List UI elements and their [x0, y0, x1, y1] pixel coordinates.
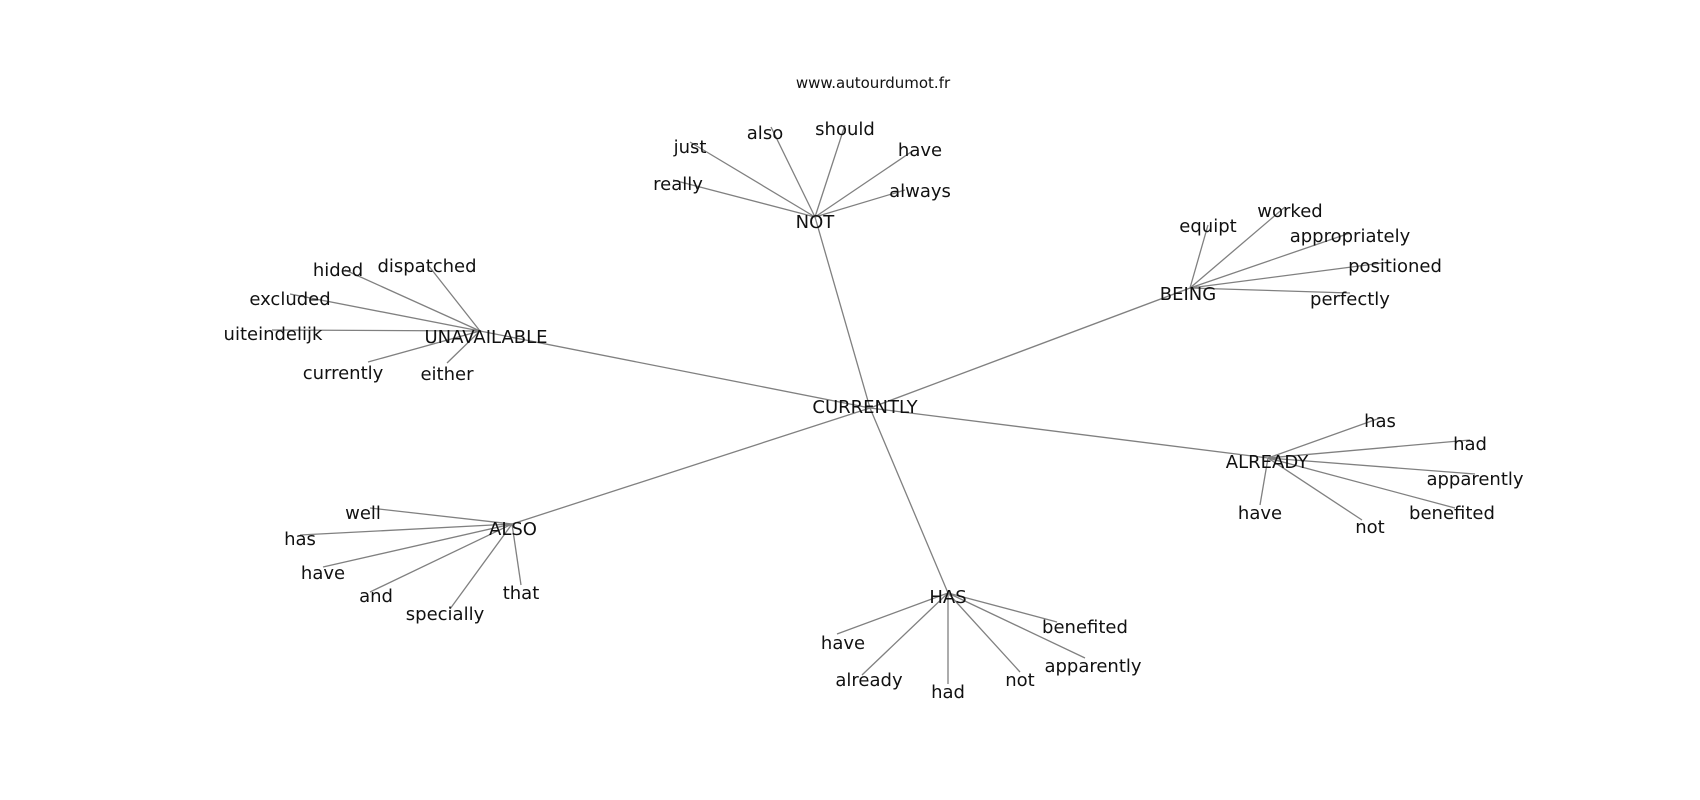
- leaf-already-have: have: [1238, 503, 1282, 524]
- hub-unavailable: UNAVAILABLE: [424, 327, 547, 348]
- edge-not-really: [672, 179, 816, 218]
- edge-unavailable-excluded: [289, 293, 481, 332]
- leaf-already-apparently: apparently: [1426, 469, 1523, 490]
- leaf-has-benefited: benefited: [1042, 617, 1128, 638]
- edge-already-have: [1259, 457, 1269, 506]
- edge-has-benefited: [947, 592, 1058, 623]
- edge-center-also: [511, 407, 871, 525]
- edge-has-apparently: [947, 592, 1086, 659]
- edge-center-being: [869, 287, 1191, 409]
- edge-not-just: [689, 141, 816, 218]
- leaf-also-that: that: [503, 583, 540, 604]
- site-credit: www.autourdumot.fr: [796, 74, 951, 92]
- leaf-unavailable-excluded: excluded: [249, 289, 330, 310]
- hub-not: NOT: [796, 212, 836, 233]
- leaf-being-appropriately: appropriately: [1290, 226, 1411, 247]
- leaf-being-worked: worked: [1257, 201, 1322, 222]
- edge-unavailable-uiteindelijk: [271, 329, 481, 332]
- edge-not-should: [814, 124, 846, 218]
- leaf-being-equipt: equipt: [1179, 216, 1236, 237]
- edge-already-had: [1267, 439, 1471, 459]
- edge-being-perfectly: [1189, 287, 1351, 294]
- edge-unavailable-currently: [367, 330, 481, 363]
- leaf-unavailable-either: either: [420, 364, 474, 385]
- edge-also-has: [299, 523, 513, 536]
- center-word: CURRENTLY: [812, 397, 918, 418]
- edge-unavailable-hided: [344, 269, 481, 332]
- edges: [271, 124, 1476, 684]
- leaf-unavailable-dispatched: dispatched: [377, 256, 476, 277]
- edge-already-not: [1267, 457, 1363, 521]
- labels: www.autourdumot.fr CURRENTLY NOT just also s…: [224, 74, 1524, 703]
- edge-also-that: [511, 523, 522, 586]
- leaf-already-had: had: [1453, 434, 1487, 455]
- leaf-has-had: had: [931, 682, 965, 703]
- leaf-also-and: and: [359, 586, 393, 607]
- edge-already-has: [1267, 417, 1381, 459]
- leaf-also-specially: specially: [406, 604, 485, 625]
- edge-center-unavailable: [479, 330, 871, 409]
- edge-being-worked: [1189, 206, 1286, 289]
- leaf-has-apparently: apparently: [1044, 656, 1141, 677]
- edge-has-already: [861, 592, 949, 676]
- edge-not-have: [814, 149, 915, 218]
- edge-being-equipt: [1189, 224, 1209, 289]
- edge-also-and: [369, 523, 513, 593]
- edge-being-positioned: [1189, 261, 1391, 289]
- leaf-already-benefited: benefited: [1409, 503, 1495, 524]
- edge-already-apparently: [1267, 457, 1476, 475]
- leaf-being-perfectly: perfectly: [1310, 289, 1390, 310]
- edge-has-not: [947, 592, 1021, 673]
- leaf-already-has: has: [1364, 411, 1396, 432]
- edge-also-well: [369, 507, 513, 525]
- leaf-has-already: already: [835, 670, 903, 691]
- edge-unavailable-dispatched: [427, 264, 481, 332]
- leaf-has-have: have: [821, 633, 865, 654]
- leaf-already-not: not: [1355, 517, 1384, 538]
- leaf-not-really: really: [653, 174, 703, 195]
- leaf-has-not: not: [1005, 670, 1034, 691]
- leaf-unavailable-currently: currently: [303, 363, 384, 384]
- leaf-being-positioned: positioned: [1348, 256, 1442, 277]
- hub-also: ALSO: [489, 519, 537, 540]
- leaf-not-also: also: [747, 123, 783, 144]
- edge-also-specially: [449, 523, 513, 610]
- leaf-not-should: should: [815, 119, 875, 140]
- edge-center-not: [814, 216, 871, 409]
- leaf-unavailable-uiteindelijk: uiteindelijk: [224, 324, 323, 345]
- hub-being: BEING: [1160, 284, 1216, 305]
- leaf-not-have: have: [898, 140, 942, 161]
- leaf-not-just: just: [673, 137, 707, 158]
- edge-not-always: [814, 189, 906, 218]
- edge-also-have: [322, 523, 513, 568]
- hub-has: HAS: [929, 587, 966, 608]
- leaf-also-well: well: [345, 503, 381, 524]
- edge-center-has: [869, 407, 949, 594]
- edge-being-appropriately: [1189, 232, 1351, 289]
- edge-has-have: [836, 592, 949, 635]
- edge-not-also: [770, 126, 816, 218]
- leaf-also-have: have: [301, 563, 345, 584]
- hub-already: ALREADY: [1226, 452, 1309, 473]
- leaf-also-has: has: [284, 529, 316, 550]
- leaf-not-always: always: [889, 181, 951, 202]
- leaf-unavailable-hided: hided: [313, 260, 363, 281]
- edge-already-benefited: [1267, 457, 1456, 509]
- edge-center-already: [869, 407, 1269, 459]
- edge-unavailable-either: [446, 330, 481, 364]
